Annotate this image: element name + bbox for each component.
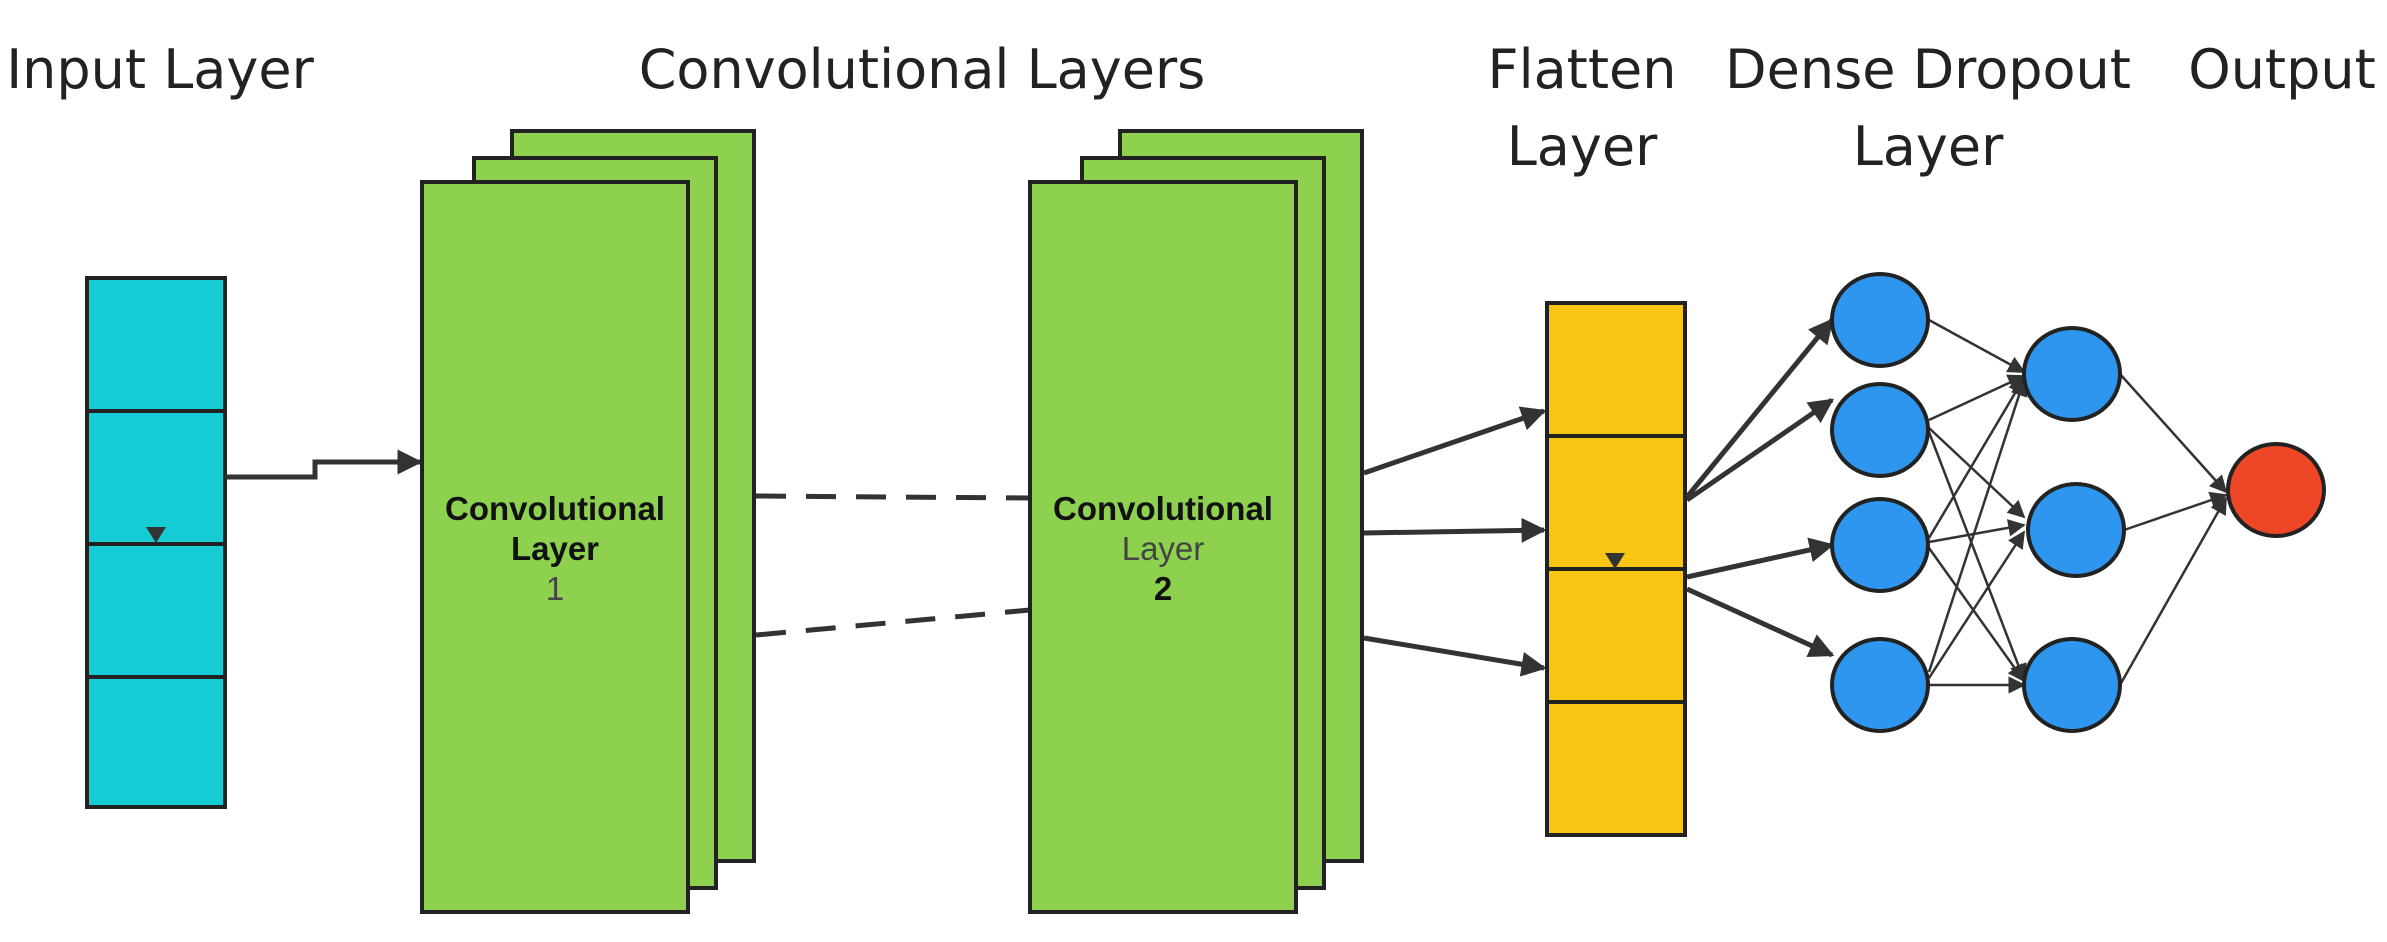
conv2-front-sheet	[1028, 180, 1298, 914]
heading-output: Output	[2188, 38, 2376, 101]
input-marker-icon	[146, 527, 166, 543]
arrow-conv2-flatten-2	[1363, 517, 1547, 543]
edge-d1n2-d2n3	[1927, 431, 2027, 682]
arrow-flatten-dense-3	[1686, 537, 1835, 580]
edge-d1n3-d2n3	[1927, 547, 2026, 683]
neuron-d1-2	[1830, 382, 1930, 478]
edge-d1n2-d2n1	[1928, 374, 2026, 422]
edge-d1n3-d2n2	[1928, 519, 2026, 544]
input-cell-3	[85, 542, 227, 679]
neuron-d1-3	[1830, 497, 1930, 593]
connector-input-conv1	[225, 449, 423, 480]
conv-layer-1: Convolutional Layer 1	[420, 129, 756, 914]
input-cell-1	[85, 276, 227, 413]
edge-d1n4-d2n2	[1927, 530, 2026, 679]
edge-d1n2-d2n2	[1928, 427, 2026, 519]
flatten-layer	[1545, 301, 1687, 837]
arrow-flatten-dense-1	[1685, 318, 1834, 499]
dashed-connector-bottom	[755, 607, 1031, 638]
heading-flatten-line2: Layer	[1507, 115, 1658, 178]
arrow-conv2-flatten-1	[1363, 406, 1547, 476]
arrow-flatten-dense-4	[1685, 586, 1835, 658]
flatten-cell-4	[1545, 700, 1687, 837]
neuron-d1-1	[1830, 272, 1930, 368]
dense-layer-1	[1830, 272, 1930, 733]
edge-d1n1-d2n1	[1928, 318, 2026, 374]
arrow-conv2-flatten-3	[1363, 635, 1547, 677]
heading-flatten-line1: Flatten	[1488, 38, 1677, 101]
neuron-d2-2	[2026, 482, 2126, 578]
neuron-d2-3	[2022, 637, 2122, 733]
heading-dense-dropout-line2: Layer	[1853, 115, 2004, 178]
conv1-label-line3: 1	[546, 570, 564, 607]
conv1-label-line2: Layer	[511, 530, 599, 567]
input-layer	[85, 276, 227, 809]
dashed-connector-top	[755, 493, 1031, 501]
flatten-cell-1	[1545, 301, 1687, 438]
neuron-d2-1	[2022, 326, 2122, 422]
arrow-flatten-dense-2	[1685, 397, 1835, 503]
dense-connections-1-to-2	[1927, 318, 2028, 694]
flatten-cell-3	[1545, 567, 1687, 704]
edge-d2n3-output	[2118, 496, 2228, 686]
flatten-marker-icon	[1605, 553, 1625, 569]
input-cell-4	[85, 675, 227, 809]
dense-connections-2-to-output	[2118, 373, 2228, 686]
conv2-label-line3: 2	[1154, 570, 1172, 607]
conv1-label-line1: Convolutional	[445, 490, 665, 527]
edge-d1n3-d2n1	[1927, 376, 2026, 539]
conv2-label-line1: Convolutional	[1053, 490, 1273, 527]
output-neuron	[2226, 442, 2326, 538]
conv-layer-2: Convolutional Layer 2	[1028, 129, 1364, 914]
flatten-cell-2	[1545, 434, 1687, 571]
conv1-front-sheet	[420, 180, 690, 914]
heading-convolutional-layers: Convolutional Layers	[639, 38, 1206, 101]
heading-dense-dropout-line1: Dense Dropout	[1725, 38, 2131, 101]
edge-d2n2-output	[2123, 491, 2228, 532]
conv2-label-line2: Layer	[1122, 530, 1205, 567]
input-cell-2	[85, 409, 227, 546]
edge-d2n1-output	[2119, 373, 2228, 494]
heading-input-layer: Input Layer	[6, 38, 314, 101]
dense-layer-2	[2022, 326, 2126, 733]
neuron-d1-4	[1830, 637, 1930, 733]
edge-d1n4-d2n1	[1927, 378, 2028, 673]
